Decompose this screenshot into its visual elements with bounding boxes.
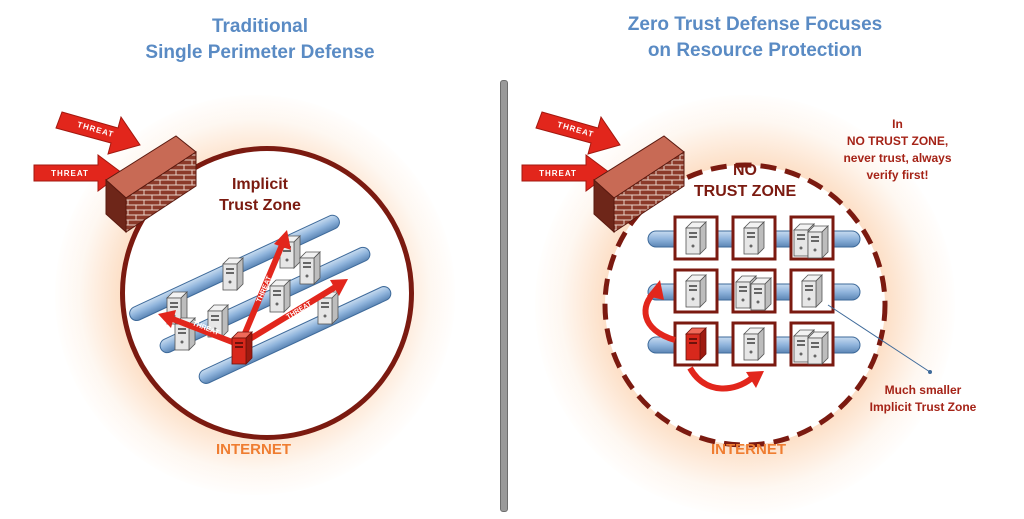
- right-title-line-2: on Resource Protection: [647, 40, 863, 61]
- right-internet-label: INTERNET: [711, 441, 786, 458]
- right-segment-grid: [673, 215, 835, 367]
- right-threat-arrow-1: THREAT: [535, 111, 621, 155]
- right-compromised-server-icon: [685, 327, 707, 361]
- callout-pointer-line: [827, 304, 932, 374]
- implicit-label-line-1: Implicit: [231, 176, 288, 193]
- left-title-line-1: Traditional: [211, 16, 309, 37]
- callout-bottom-line-2: Implicit Trust Zone: [869, 400, 977, 414]
- segment-box: [731, 268, 777, 314]
- callout-top-line-4: verify first!: [866, 168, 929, 182]
- notrust-label-line-1: NO: [733, 162, 757, 179]
- callout-top-line-2: NO TRUST ZONE,: [846, 134, 949, 148]
- left-threat-arrow-1: THREAT: [55, 111, 141, 155]
- segment-box: [731, 321, 777, 367]
- segment-box: [789, 268, 835, 314]
- implicit-label-line-2: Trust Zone: [219, 197, 301, 214]
- panel-divider: [500, 80, 508, 512]
- right-threat-label-2: THREAT: [539, 169, 577, 178]
- no-trust-zone-label: NO TRUST ZONE: [690, 160, 800, 202]
- no-trust-callout: In NO TRUST ZONE, never trust, always ve…: [820, 116, 975, 184]
- left-firewall-icon: [105, 135, 197, 234]
- right-title: Zero Trust Defense Focuses on Resource P…: [590, 12, 920, 64]
- callout-top-line-1: In: [892, 117, 903, 131]
- callout-top-line-3: never trust, always: [843, 151, 952, 165]
- segment-box: [673, 215, 719, 261]
- segment-box: [789, 321, 835, 367]
- left-compromised-server-icon: [231, 331, 253, 365]
- right-title-line-1: Zero Trust Defense Focuses: [627, 14, 883, 35]
- left-title: Traditional Single Perimeter Defense: [110, 14, 410, 66]
- right-lateral-arrows: [642, 280, 764, 392]
- notrust-label-line-2: TRUST ZONE: [693, 183, 797, 200]
- left-title-line-2: Single Perimeter Defense: [145, 42, 375, 63]
- segment-box: [731, 215, 777, 261]
- left-threat-label-2: THREAT: [51, 169, 89, 178]
- segment-box: [789, 215, 835, 261]
- segment-box: [673, 268, 719, 314]
- implicit-zone-callout: Much smaller Implicit Trust Zone: [858, 382, 988, 416]
- right-firewall-icon: [593, 135, 685, 234]
- left-internet-label: INTERNET: [216, 441, 291, 458]
- callout-bottom-line-1: Much smaller: [884, 383, 962, 397]
- segment-box: [673, 321, 719, 367]
- implicit-trust-zone-label: Implicit Trust Zone: [200, 174, 320, 216]
